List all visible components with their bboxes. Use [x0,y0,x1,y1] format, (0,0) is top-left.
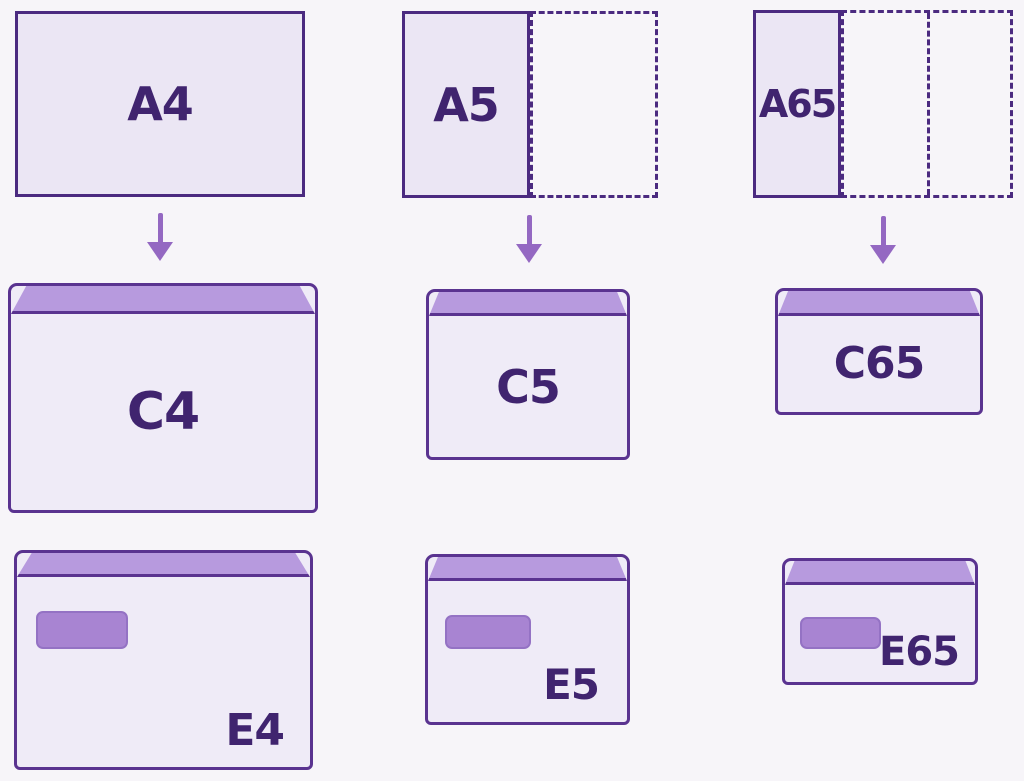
arrow-shaft [157,213,163,244]
envelope-e5-address-window [445,615,531,649]
envelope-c4-flap [11,286,315,314]
arrow-shaft [526,215,532,246]
arrow-shaft [880,216,886,247]
envelope-c65-label: C65 [833,338,926,389]
envelope-e5: E5 [425,554,630,725]
envelope-e65-flap [785,561,975,585]
paper-a5-label: A5 [433,77,500,132]
folded-half-dashed-outline [530,11,658,198]
envelope-e65-address-window [800,617,881,649]
envelope-c65: C65 [775,288,983,415]
envelope-c5-label: C5 [496,359,561,414]
envelope-e5-label: E5 [543,660,600,709]
envelope-c65-flap [778,291,980,316]
envelope-e4-flap [17,553,310,577]
down-arrow-icon [147,213,173,261]
envelope-e4: E4 [14,550,313,770]
envelope-e65-label: E65 [879,629,960,675]
envelope-c4: C4 [8,283,318,513]
arrow-head [516,244,542,263]
envelope-c4-label: C4 [126,382,200,442]
down-arrow-icon [870,216,896,264]
arrow-head [870,245,896,264]
paper-a65: A65 [753,10,841,198]
envelope-c5-flap [429,292,627,316]
paper-a4-label: A4 [127,77,194,131]
paper-a5: A5 [402,11,530,198]
down-arrow-icon [516,215,542,263]
envelope-e4-address-window [36,611,128,649]
arrow-head [147,242,173,261]
fold-line-dashed-divider [927,13,930,195]
folded-thirds-dashed-outline [841,10,1013,198]
envelope-e4-label: E4 [225,705,285,756]
envelope-c5: C5 [426,289,630,460]
envelope-e65: E65 [782,558,978,685]
paper-a4: A4 [15,11,305,197]
envelope-e5-flap [428,557,627,581]
paper-a65-label: A65 [758,82,837,126]
